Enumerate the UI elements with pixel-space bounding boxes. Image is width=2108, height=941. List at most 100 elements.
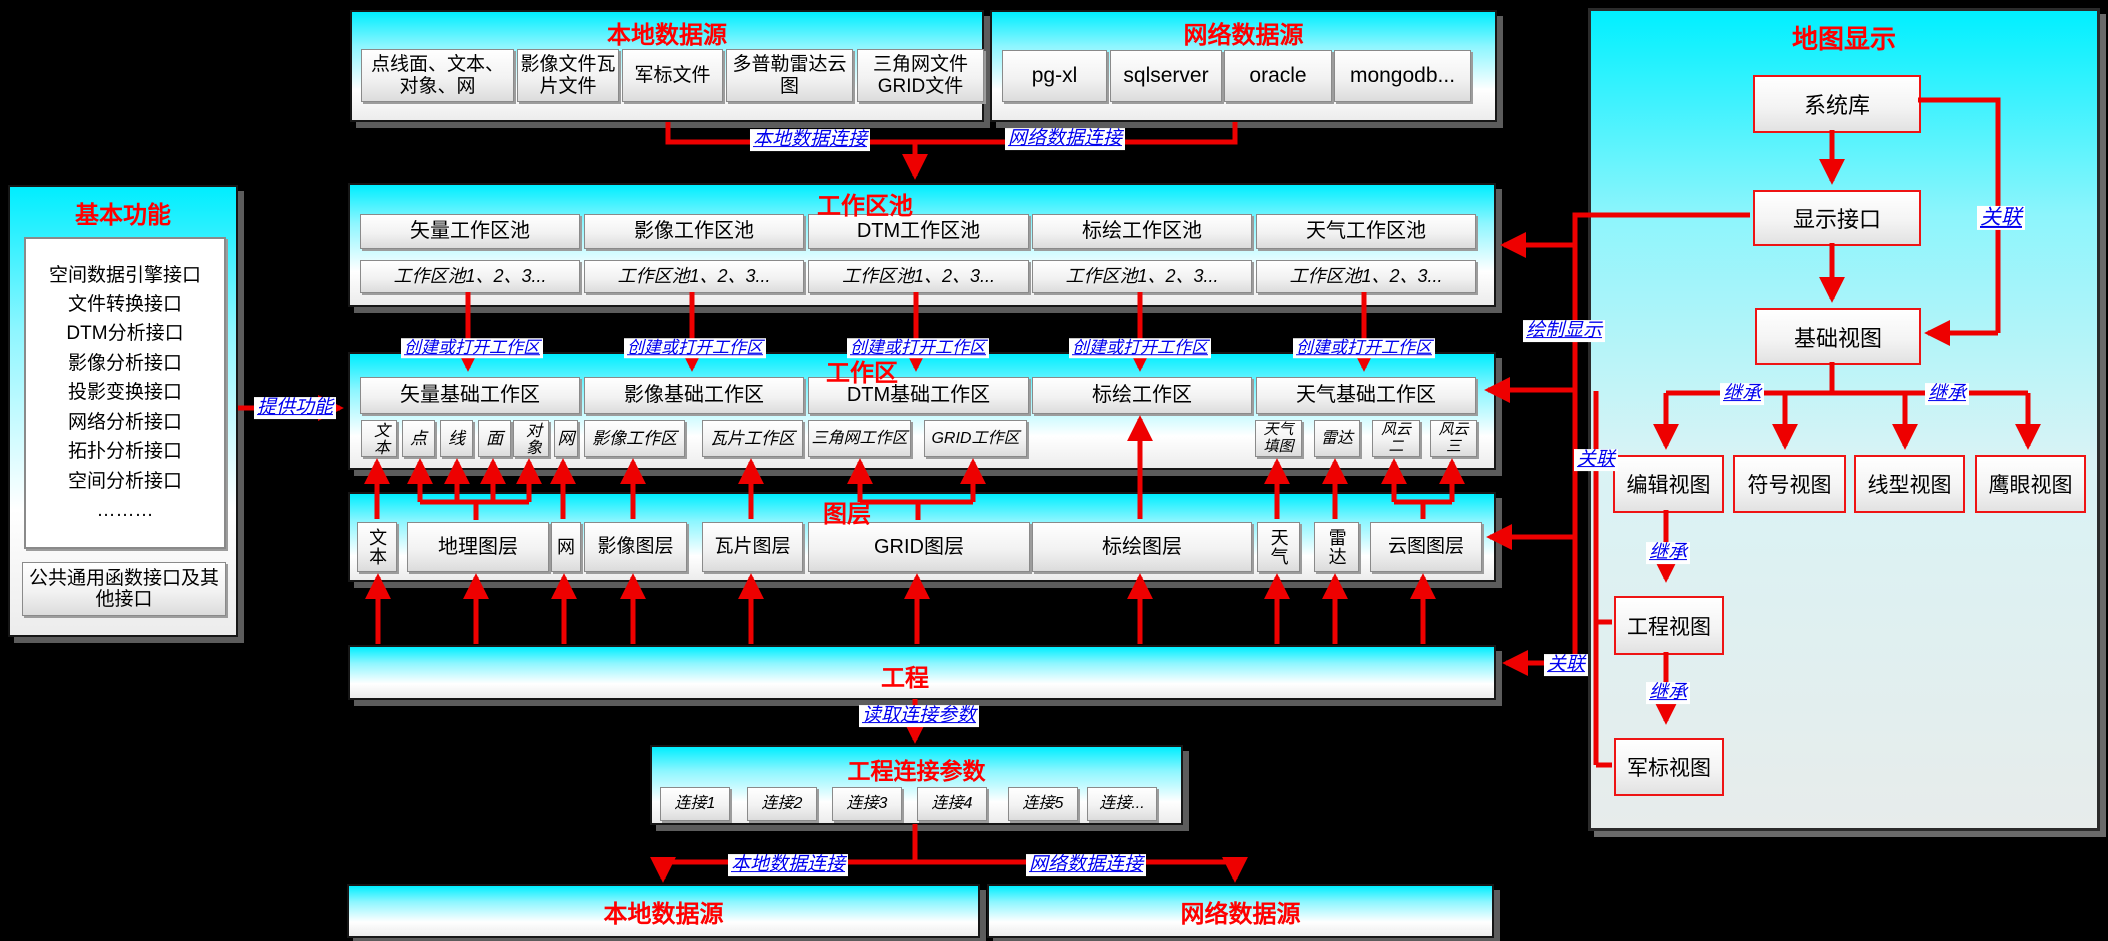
param-conn2: 连接2	[747, 787, 817, 821]
local-item-doppler: 多普勒雷达云图	[726, 49, 853, 102]
interface-item-ellipsis: ………	[96, 500, 154, 522]
interface-list-box: 空间数据引擎接口 文件转换接口 DTM分析接口 影像分析接口 投影变换接口 网络…	[24, 237, 226, 549]
map-display-title: 地图显示	[1791, 24, 1897, 54]
local-datasource-bottom-title: 本地数据源	[603, 900, 724, 928]
edit-view-node: 编辑视图	[1613, 455, 1724, 513]
pool-vector: 矢量工作区池	[360, 214, 580, 249]
label-inherit-left: 继承	[1719, 383, 1765, 405]
display-interface-node: 显示接口	[1753, 190, 1921, 246]
layer-geography: 地理图层	[407, 522, 549, 572]
ws-sub-object: 对象	[513, 420, 549, 457]
project-bar	[348, 645, 1496, 700]
layers-title: 图层	[823, 501, 871, 528]
local-datasource-top-panel: 本地数据源 点线面、文本、对象、网 影像文件瓦片文件 军标文件 多普勒雷达云图 …	[350, 10, 984, 122]
network-datasource-top-title: 网络数据源	[1183, 22, 1304, 49]
eagle-view-node: 鹰眼视图	[1975, 455, 2086, 513]
label-net-conn-top: 网络数据连接	[1004, 128, 1126, 150]
layer-radar: 雷达	[1314, 522, 1359, 572]
network-item-oracle: oracle	[1224, 50, 1332, 102]
common-functions-box: 公共通用函数接口及其他接口	[22, 562, 226, 616]
line-view-node: 线型视图	[1854, 455, 1965, 513]
basic-functions-title: 基本功能	[75, 202, 171, 229]
interface-item: 文件转换接口	[67, 293, 182, 315]
network-item-mongodb: mongodb...	[1334, 50, 1471, 102]
ws-sub-image-ws: 影像工作区	[584, 420, 685, 457]
ws-sub-line: 线	[440, 420, 473, 457]
ws-vector: 矢量基础工作区	[360, 377, 580, 414]
label-inherit-military: 继承	[1645, 682, 1691, 704]
ws-sub-polygon: 面	[478, 420, 511, 457]
label-create-open-4: 创建或打开工作区	[1069, 338, 1211, 358]
label-net-conn-bottom: 网络数据连接	[1025, 854, 1147, 876]
label-local-conn-top: 本地数据连接	[749, 129, 871, 151]
layer-text: 文本	[357, 522, 397, 572]
layer-image: 影像图层	[584, 522, 687, 572]
project-view-node: 工程视图	[1614, 596, 1724, 655]
interface-item: 影像分析接口	[67, 352, 182, 374]
map-display-panel: 地图显示 系统库 显示接口 基础视图 编辑视图 符号视图 线型视图 鹰眼视图 工…	[1588, 8, 2100, 831]
layer-network: 网	[551, 522, 581, 572]
ws-sub-fengyun3: 风云三	[1430, 420, 1477, 457]
interface-item: 网络分析接口	[67, 411, 182, 433]
ws-sub-weather-map: 天气填图	[1255, 420, 1302, 457]
label-create-open-3: 创建或打开工作区	[847, 338, 989, 358]
layer-grid: GRID图层	[808, 522, 1030, 572]
label-create-open-2: 创建或打开工作区	[624, 338, 766, 358]
label-assoc-project: 关联	[1543, 654, 1589, 676]
network-datasource-bottom-title: 网络数据源	[1180, 900, 1301, 928]
interface-item: 拓扑分析接口	[67, 441, 182, 463]
ws-sub-radar: 雷达	[1314, 420, 1360, 457]
project-title: 工程	[881, 665, 929, 692]
param-conn-more: 连接...	[1087, 787, 1157, 821]
ws-sub-tin-ws: 三角网工作区	[808, 420, 911, 457]
ws-sub-grid-ws: GRID工作区	[924, 420, 1027, 457]
label-create-open-1: 创建或打开工作区	[401, 338, 543, 358]
ws-image: 影像基础工作区	[584, 377, 804, 414]
interface-item: DTM分析接口	[66, 323, 184, 345]
label-draw-display: 绘制显示	[1522, 320, 1606, 342]
ws-sub-point: 点	[402, 420, 435, 457]
pool-sub-weather: 工作区池1、2、3...	[1256, 260, 1476, 293]
layer-tile: 瓦片图层	[702, 522, 803, 572]
pool-sub-image: 工作区池1、2、3...	[584, 260, 804, 293]
param-conn5: 连接5	[1008, 787, 1078, 821]
layer-cloud: 云图图层	[1370, 522, 1482, 572]
project-params-panel: 工程连接参数 连接1 连接2 连接3 连接4 连接5 连接...	[650, 745, 1183, 825]
pool-weather: 天气工作区池	[1256, 214, 1476, 249]
project-params-title: 工程连接参数	[847, 758, 986, 784]
interface-item: 空间数据引擎接口	[48, 264, 201, 286]
local-item-image-tile: 影像文件瓦片文件	[517, 49, 619, 102]
pool-sub-vector: 工作区池1、2、3...	[360, 260, 580, 293]
pool-image: 影像工作区池	[584, 214, 804, 249]
symbol-view-node: 符号视图	[1733, 455, 1846, 513]
ws-sub-network: 网	[554, 420, 578, 457]
ws-sub-text: 文本	[361, 420, 397, 457]
network-item-pgxl: pg-xl	[1002, 50, 1107, 102]
workspace-pools-panel: 矢量工作区池 影像工作区池 DTM工作区池 标绘工作区池 天气工作区池 工作区池…	[348, 183, 1496, 307]
pool-sub-dtm: 工作区池1、2、3...	[808, 260, 1029, 293]
pool-sub-plot: 工作区池1、2、3...	[1032, 260, 1252, 293]
ws-sub-fengyun2: 风云二	[1372, 420, 1420, 457]
interface-item: 投影变换接口	[67, 382, 182, 404]
label-assoc-panel: 关联	[1977, 205, 2025, 231]
basic-functions-panel: 基本功能 空间数据引擎接口 文件转换接口 DTM分析接口 影像分析接口 投影变换…	[8, 185, 238, 637]
base-view-node: 基础视图	[1755, 308, 1921, 365]
layers-panel: 文本 地理图层 网 影像图层 瓦片图层 GRID图层 标绘图层 天气 雷达 云图…	[348, 492, 1496, 582]
ws-sub-tile-ws: 瓦片工作区	[702, 420, 803, 457]
param-conn1: 连接1	[660, 787, 730, 821]
interface-item: 空间分析接口	[67, 470, 182, 492]
network-datasource-top-panel: 网络数据源 pg-xl sqlserver oracle mongodb...	[990, 10, 1497, 122]
label-assoc-mid: 关联	[1573, 449, 1619, 471]
param-conn3: 连接3	[832, 787, 902, 821]
ws-plot: 标绘工作区	[1032, 377, 1252, 414]
label-read-params: 读取连接参数	[858, 705, 980, 727]
local-item-military: 军标文件	[622, 49, 723, 102]
label-inherit-right: 继承	[1924, 383, 1970, 405]
local-item-vector: 点线面、文本、对象、网	[361, 49, 514, 102]
pools-title: 工作区池	[817, 193, 913, 220]
label-inherit-project: 继承	[1645, 542, 1691, 564]
label-create-open-5: 创建或打开工作区	[1293, 338, 1435, 358]
local-datasource-bottom-bar: 本地数据源	[347, 884, 980, 938]
param-conn4: 连接4	[917, 787, 987, 821]
